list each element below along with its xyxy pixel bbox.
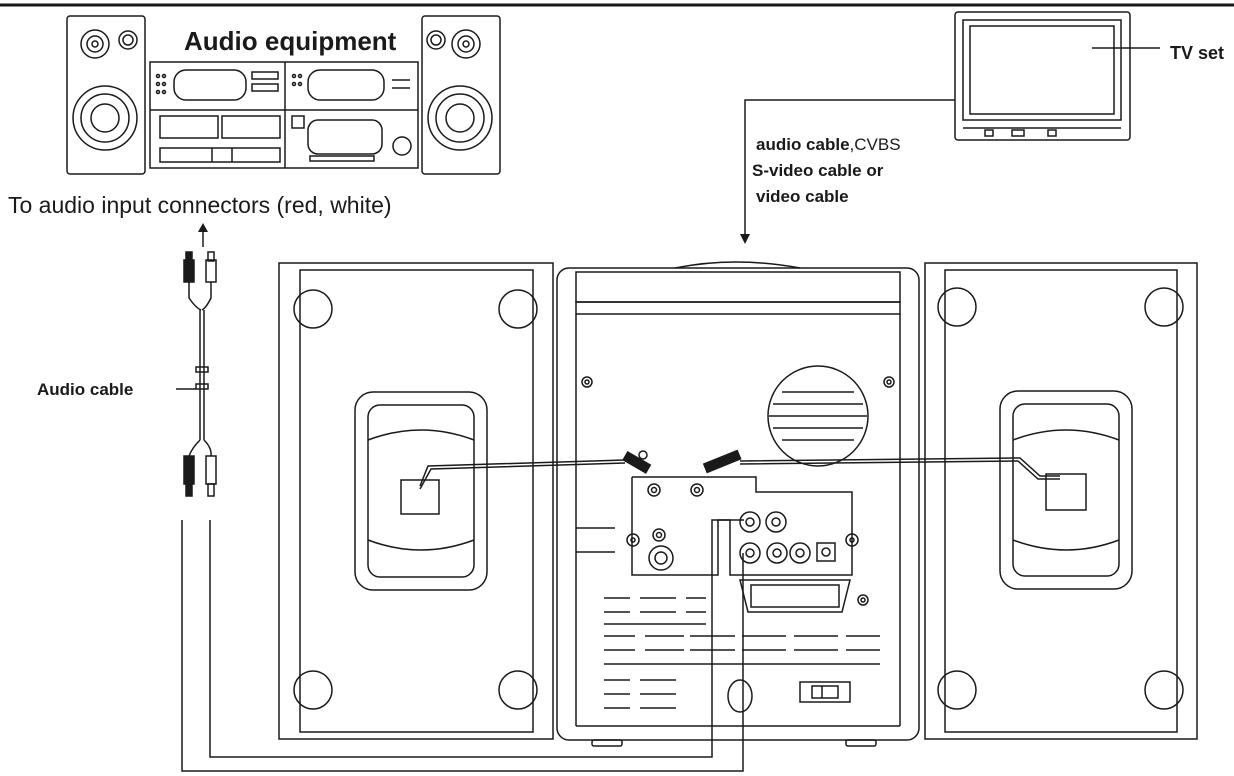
speaker-wires bbox=[419, 449, 1060, 490]
audio-input-label: To audio input connectors (red, white) bbox=[8, 192, 392, 218]
main-unit-illustration bbox=[556, 261, 920, 747]
left-speaker-illustration bbox=[278, 262, 554, 740]
audio-center-unit bbox=[149, 61, 419, 169]
tv-cable-label-line3: video cable bbox=[756, 187, 849, 206]
audio-cable-illustration bbox=[176, 223, 217, 497]
tv-cable-label-bold: audio cable bbox=[756, 135, 850, 154]
right-speaker-illustration bbox=[924, 262, 1198, 740]
tv-cable-label-line2: S-video cable or bbox=[752, 161, 884, 180]
audio-cable-routing bbox=[181, 519, 744, 772]
tv-cable-label-line1: audio cable,CVBS bbox=[756, 136, 901, 153]
tv-cable-arrow bbox=[740, 234, 750, 244]
audio-right-speaker bbox=[421, 15, 501, 175]
audio-cable-label: Audio cable bbox=[37, 380, 134, 399]
tv-set-illustration bbox=[954, 11, 1160, 141]
tv-set-label: TV set bbox=[1170, 43, 1225, 63]
audio-equipment-illustration bbox=[66, 15, 501, 175]
audio-equipment-label: Audio equipment bbox=[184, 26, 397, 56]
tv-cable-label-cvbs: ,CVBS bbox=[849, 135, 901, 154]
tv-cable-line bbox=[744, 99, 955, 236]
audio-left-speaker bbox=[66, 15, 146, 175]
